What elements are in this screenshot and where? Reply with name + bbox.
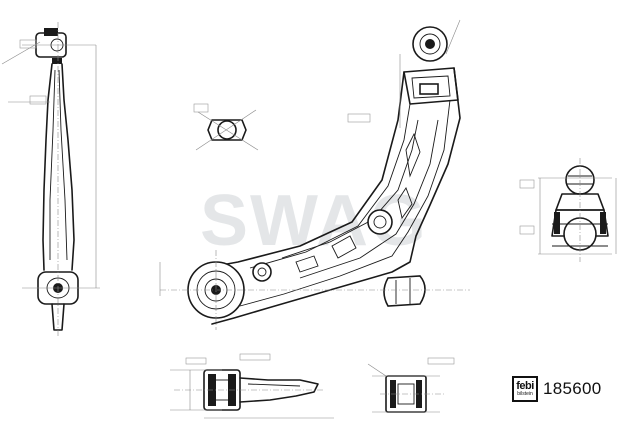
febi-logo: febi bilstein — [512, 376, 538, 402]
watermark-text: SWAG — [200, 181, 428, 261]
side-view — [1, 22, 100, 338]
rear-bushing-detail — [367, 357, 455, 413]
logo-sub-text: bilstein — [517, 391, 533, 397]
control-arm-main-view — [159, 19, 470, 330]
section-detail — [193, 103, 259, 151]
part-number: 185600 — [543, 379, 602, 398]
bushing-profile-view — [170, 353, 334, 419]
ball-joint-detail — [519, 158, 617, 262]
brand-block: febi bilstein 185600 — [512, 376, 602, 402]
logo-main-text: febi — [516, 380, 534, 392]
